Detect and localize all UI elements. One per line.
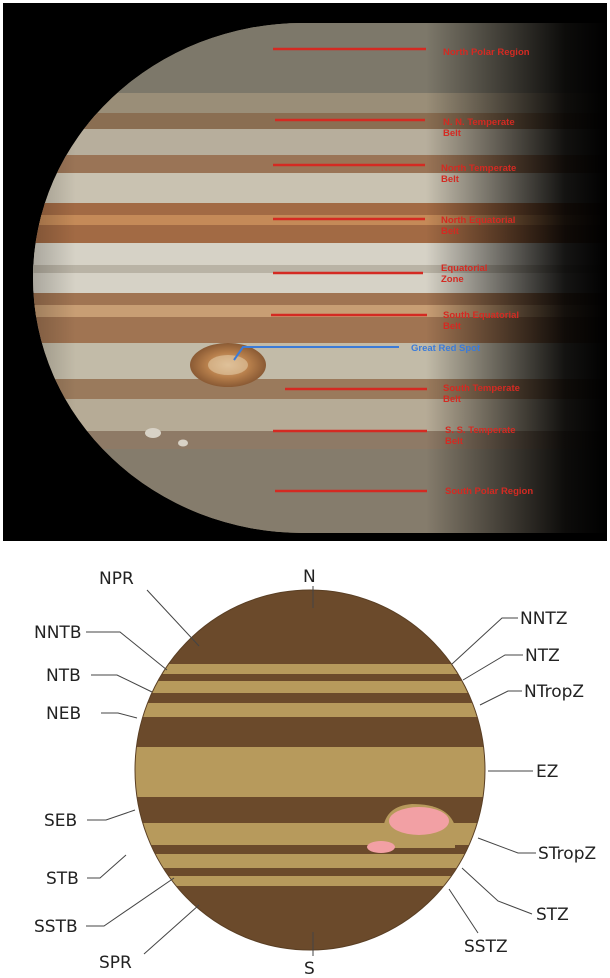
label-grs: Great Red Spot: [411, 343, 481, 354]
diagram-label-stb: STB: [46, 869, 79, 889]
label-nntb-line2: Belt: [443, 128, 462, 139]
band-ntropz: [135, 703, 485, 717]
leader-spr: [143, 904, 200, 955]
leader-npr: [146, 589, 200, 647]
jupiter-disk: [33, 23, 607, 533]
diagram-label-npr: NPR: [99, 569, 134, 589]
diagram-label-stropz: STropZ: [538, 844, 596, 864]
label-sstb-line2: Belt: [445, 436, 464, 447]
label-seb: South Equatorial: [443, 310, 519, 321]
label-ez-line2: Zone: [441, 274, 464, 285]
leader-ntb: [91, 674, 153, 693]
diagram-label-spr: SPR: [99, 953, 132, 973]
band-stz: [135, 854, 485, 868]
pointer-grs: [233, 346, 399, 361]
label-npr: North Polar Region: [443, 47, 530, 58]
diagram-label-stz: STZ: [536, 905, 569, 925]
label-ntb-line2: Belt: [441, 174, 460, 185]
diagram-label-ntz: NTZ: [525, 646, 560, 666]
leader-stropz: [477, 837, 536, 854]
diagram-label-south: S: [304, 959, 315, 978]
jupiter-band-diagram: N S NPR NNTB NTB NEB SEB STB SSTB SPR NNTZ NTZ NTrop…: [34, 567, 596, 978]
leader-nntz: [451, 617, 518, 665]
diagram-label-sstz: SSTZ: [464, 937, 508, 957]
band-ez: [135, 747, 485, 797]
leader-sstb: [86, 877, 175, 927]
jupiter-diagram-panel: N S NPR NNTB NTB NEB SEB STB SSTB SPR NNTZ NTZ NTrop…: [0, 548, 610, 978]
diagram-label-ntropz: NTropZ: [524, 682, 584, 702]
label-nntb: N. N. Temperate: [443, 117, 515, 128]
band-ntz: [135, 681, 485, 693]
leader-seb: [87, 809, 136, 821]
label-sstb: S. S. Temperate: [445, 425, 516, 436]
band-nntz: [135, 664, 485, 674]
label-ntb: North Temperate: [441, 163, 516, 174]
diagram-great-red-spot: [389, 807, 449, 835]
leader-neb: [101, 712, 138, 719]
label-stb-line2: Belt: [443, 394, 462, 405]
diagram-label-sstb: SSTB: [34, 917, 78, 937]
diagram-label-ez: EZ: [536, 762, 558, 782]
photo-pointer-lines: [233, 47, 427, 493]
diagram-small-spot: [367, 841, 395, 853]
diagram-disk: [135, 590, 485, 950]
diagram-label-seb: SEB: [44, 811, 77, 831]
diagram-labels: N S NPR NNTB NTB NEB SEB STB SSTB SPR NNTZ NTZ NTrop…: [34, 567, 596, 978]
band-sstz: [135, 876, 485, 886]
label-ez: Equatorial: [441, 263, 487, 274]
diagram-label-north: N: [303, 567, 316, 587]
diagram-label-neb: NEB: [46, 704, 81, 724]
label-neb-line2: Belt: [441, 226, 460, 237]
leader-stz: [461, 867, 533, 915]
diagram-label-ntb: NTB: [46, 666, 81, 686]
diagram-label-nntz: NNTZ: [520, 609, 567, 629]
diagram-leader-lines: [86, 586, 536, 956]
leader-nntb: [86, 631, 168, 671]
leader-sstz: [448, 888, 479, 934]
label-seb-line2: Belt: [443, 321, 462, 332]
diagram-label-nntb: NNTB: [34, 623, 81, 643]
label-neb: North Equatorial: [441, 215, 515, 226]
leader-stb: [87, 854, 127, 879]
leader-ntropz: [479, 690, 522, 706]
leader-ntz: [462, 654, 523, 681]
label-stb: South Temperate: [443, 383, 520, 394]
label-spr: South Polar Region: [445, 486, 533, 497]
